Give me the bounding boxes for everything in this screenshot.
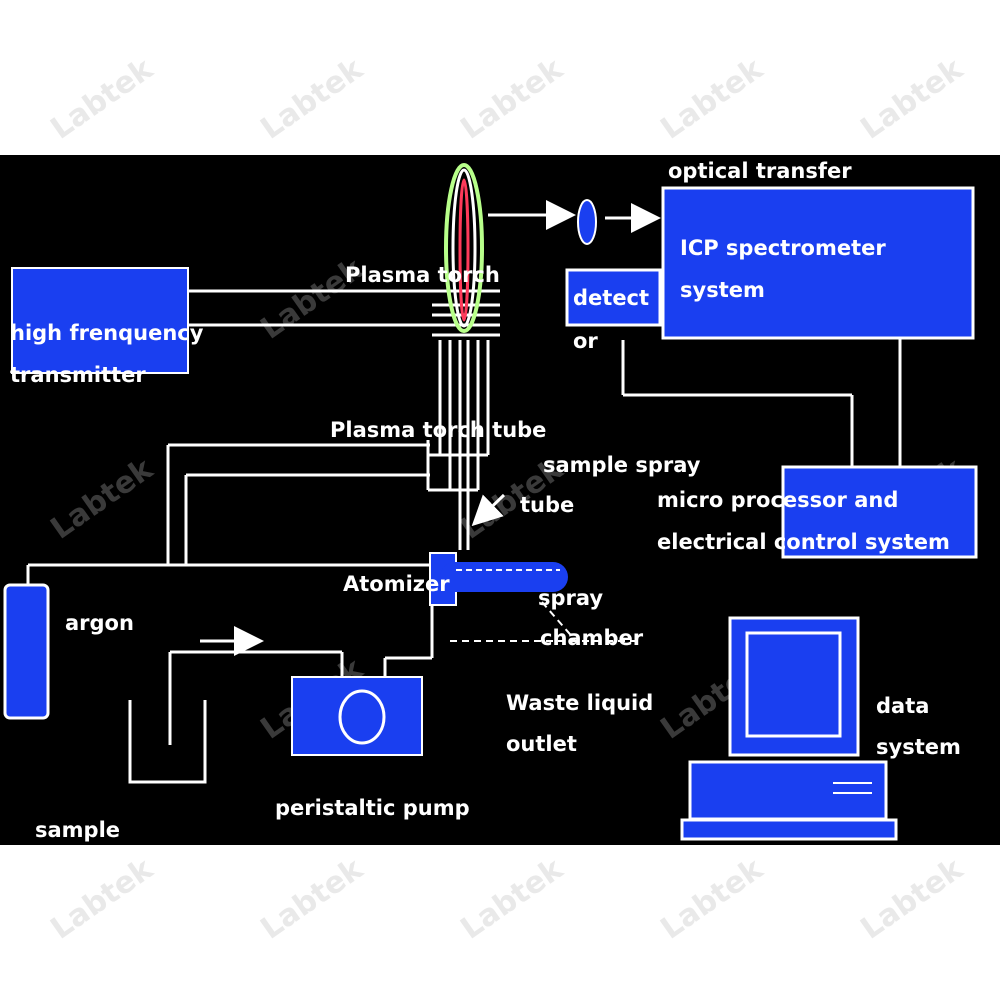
watermark: Labtek xyxy=(455,851,571,947)
connection-lines xyxy=(26,200,902,784)
label-icp-spectrometer: ICP spectrometer xyxy=(680,236,886,260)
label-peristaltic-pump: peristaltic pump xyxy=(275,796,470,820)
label-icp-system: system xyxy=(680,278,765,302)
micro-processor-block xyxy=(781,465,978,559)
watermark: Labtek xyxy=(655,51,771,147)
hf-transmitter-block xyxy=(11,267,189,374)
sample-container xyxy=(128,700,207,784)
waste-pointer xyxy=(541,601,576,641)
pump-rotor-icon xyxy=(338,689,386,745)
label-data-system: system xyxy=(876,735,961,759)
watermark: Labtek xyxy=(455,51,571,147)
watermark: Labtek xyxy=(255,51,371,147)
label-atomizer: Atomizer xyxy=(343,572,450,596)
label-sample-spray: sample spray xyxy=(543,453,701,477)
lens-icon xyxy=(577,199,597,245)
label-plasma-torch-tube: Plasma torch tube xyxy=(330,418,546,442)
monitor xyxy=(728,616,860,757)
watermark: Labtek xyxy=(45,851,161,947)
label-outlet: outlet xyxy=(506,732,577,756)
watermark: Labtek xyxy=(855,51,971,147)
label-micro-processor: micro processor and xyxy=(657,488,898,512)
dashed-lines xyxy=(450,601,640,642)
label-electrical-control: electrical control system xyxy=(657,530,950,554)
label-optical-transfer: optical transfer xyxy=(668,159,852,183)
watermark: Labtek xyxy=(45,51,161,147)
spray-tube-pointer xyxy=(471,493,506,527)
detect-block xyxy=(565,268,662,327)
icp-spectrometer-block xyxy=(661,186,975,340)
label-transmitter: transmitter xyxy=(10,363,146,387)
label-chamber: chamber xyxy=(540,626,644,650)
label-sample: sample xyxy=(35,818,120,842)
label-plasma-torch: Plasma torch xyxy=(345,263,500,287)
plasma-flame-icon xyxy=(444,163,484,333)
watermark: Labtek xyxy=(45,451,161,547)
label-waste-liquid: Waste liquid xyxy=(506,691,653,715)
watermark: Labtek xyxy=(855,851,971,947)
label-data: data xyxy=(876,694,929,718)
label-hf-transmitter: high frenquency xyxy=(10,321,204,345)
label-or: or xyxy=(573,329,598,353)
label-detect: detect xyxy=(573,286,649,310)
label-spray-tube: tube xyxy=(520,493,574,517)
label-spray: spray xyxy=(538,586,603,610)
computer-icon xyxy=(680,616,898,841)
watermark: Labtek xyxy=(655,851,771,947)
watermark: Labtek xyxy=(255,851,371,947)
label-argon: argon xyxy=(65,611,134,635)
monitor-screen xyxy=(745,631,842,738)
labels: optical transfer ICP spectrometer system… xyxy=(10,159,961,842)
computer-base xyxy=(688,760,888,821)
keyboard xyxy=(680,818,898,841)
argon-cylinder xyxy=(3,583,50,720)
